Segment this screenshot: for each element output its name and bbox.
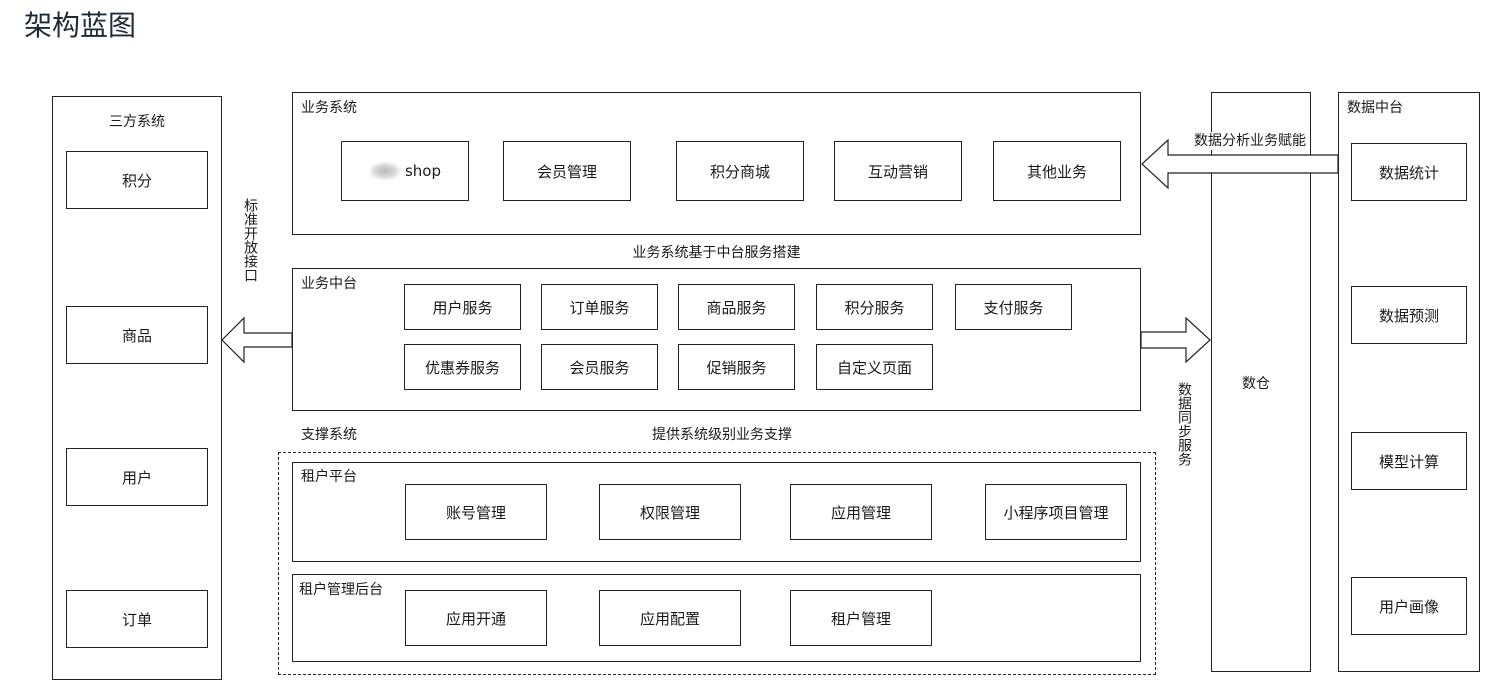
business-item-marketing: 互动营销 [834, 141, 962, 201]
third-party-item-goods: 商品 [66, 306, 208, 364]
support-title: 支撑系统 [301, 427, 357, 443]
business-system-title: 业务系统 [301, 100, 357, 116]
tenant-permission-mgmt: 权限管理 [599, 484, 741, 540]
support-caption: 提供系统级别业务支撑 [652, 427, 792, 443]
service-custom-page: 自定义页面 [816, 344, 933, 390]
middle-caption: 业务系统基于中台服务搭建 [632, 245, 801, 261]
page-title: 架构蓝图 [24, 9, 137, 42]
service-goods: 商品服务 [678, 284, 795, 330]
third-party-item-user: 用户 [66, 448, 208, 506]
data-analysis-arrow-icon [1141, 138, 1339, 190]
business-item-points-mall: 积分商城 [676, 141, 804, 201]
admin-app-open: 应用开通 [405, 590, 547, 646]
tenant-admin-title: 租户管理后台 [299, 582, 383, 598]
business-item-member: 会员管理 [503, 141, 631, 201]
data-item-model: 模型计算 [1351, 432, 1467, 490]
service-payment: 支付服务 [955, 284, 1072, 330]
business-platform-title: 业务中台 [301, 276, 357, 292]
business-item-other: 其他业务 [993, 141, 1121, 201]
blurred-logo-icon [368, 162, 401, 180]
data-item-forecast: 数据预测 [1351, 286, 1467, 344]
tenant-platform-title: 租户平台 [301, 469, 357, 485]
tenant-miniprogram-mgmt: 小程序项目管理 [985, 484, 1127, 540]
service-user: 用户服务 [404, 284, 521, 330]
service-member: 会员服务 [541, 344, 658, 390]
data-sync-label: 数据同步服务 [1176, 382, 1192, 466]
warehouse-title: 数仓 [1242, 376, 1270, 392]
data-platform-title: 数据中台 [1347, 100, 1403, 116]
business-item-shop: shop [341, 141, 469, 201]
warehouse-panel [1211, 92, 1311, 672]
third-party-item-points: 积分 [66, 151, 208, 209]
data-analysis-label: 数据分析业务赋能 [1194, 132, 1306, 150]
service-order: 订单服务 [541, 284, 658, 330]
tenant-app-mgmt: 应用管理 [790, 484, 932, 540]
admin-tenant-mgmt: 租户管理 [790, 590, 932, 646]
open-api-arrow-icon [221, 316, 293, 364]
service-promotion: 促销服务 [678, 344, 795, 390]
open-api-label: 标准开放接口 [242, 198, 258, 282]
tenant-account-mgmt: 账号管理 [405, 484, 547, 540]
data-item-stats: 数据统计 [1351, 143, 1467, 201]
data-item-profile: 用户画像 [1351, 577, 1467, 635]
service-coupon: 优惠券服务 [404, 344, 521, 390]
service-points: 积分服务 [816, 284, 933, 330]
third-party-title: 三方系统 [109, 114, 165, 130]
business-item-shop-label: shop [404, 162, 442, 180]
admin-app-config: 应用配置 [599, 590, 741, 646]
third-party-item-order: 订单 [66, 590, 208, 648]
data-sync-arrow-icon [1140, 316, 1211, 364]
